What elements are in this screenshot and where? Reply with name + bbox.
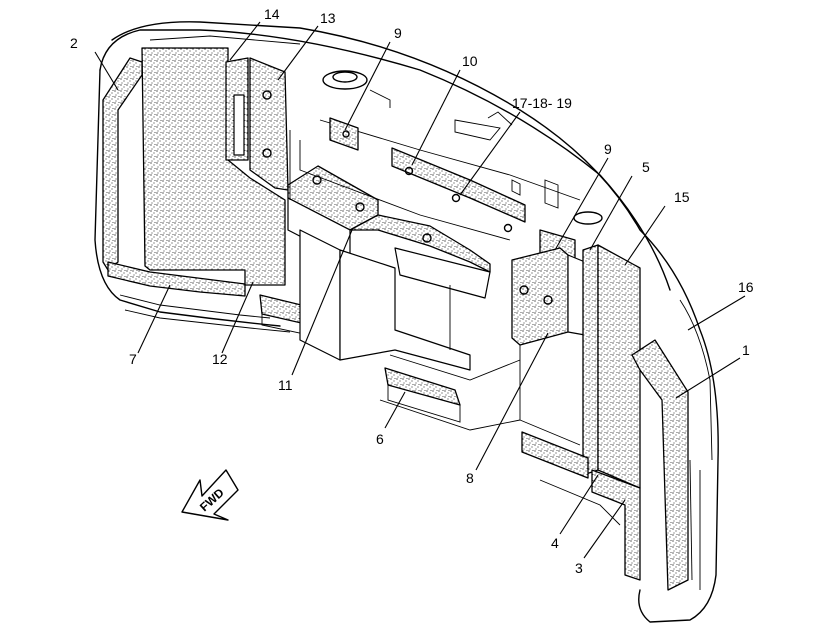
part-11-arm [349,214,491,273]
callout-7: 7 [129,351,137,367]
callout-17-18-19: 17-18- 19 [512,95,572,111]
callout-13: 13 [320,10,336,26]
callout-9-top: 9 [394,25,402,41]
callout-6: 6 [376,431,384,447]
callout-10: 10 [462,53,478,69]
fastener [422,233,432,243]
roof-port [322,70,368,90]
part-2-left-seal [102,57,143,271]
callout-12: 12 [212,351,228,367]
fastener [262,148,272,158]
fastener [342,130,350,138]
callout-2: 2 [70,35,78,51]
part-9-clip-left [329,117,359,151]
fastener [451,193,461,203]
part-13-panel [249,57,289,191]
callout-5: 5 [642,159,650,175]
roof-port-right [573,211,603,225]
callout-4: 4 [551,535,559,551]
callout-1: 1 [742,342,750,358]
fastener [404,166,414,176]
part-15-panel [597,244,641,489]
callout-3: 3 [575,560,583,576]
callout-16: 16 [738,279,754,295]
callout-14: 14 [264,6,280,22]
bracket-face [394,247,491,299]
center-block [339,249,471,371]
callout-9-right: 9 [604,141,612,157]
part-10-rail [391,147,526,223]
leader-lines [94,21,746,559]
fastener [519,285,529,295]
callout-11: 11 [278,377,293,393]
roof-plate [454,119,501,141]
part-4-lower-block [521,431,589,479]
callout-labels: 2 14 13 9 10 17-18- 19 9 5 15 16 1 7 12 … [70,6,754,576]
fastener [503,223,513,233]
part-5-upright [582,244,599,476]
fastener [355,202,365,212]
fastener [543,295,553,305]
part-14-recess [233,94,245,156]
callout-15: 15 [674,189,690,205]
roof-stud [544,179,559,209]
part-3-lower-strip [591,469,641,581]
part-8-block [511,247,569,346]
fwd-arrow: FWD [181,469,239,521]
part-1-right-seal [631,339,689,591]
cab-shell [94,21,719,623]
fastener [262,90,272,100]
roof-port-inner [332,71,358,83]
callout-8: 8 [466,470,474,486]
part-7-lower-strip [107,261,246,297]
